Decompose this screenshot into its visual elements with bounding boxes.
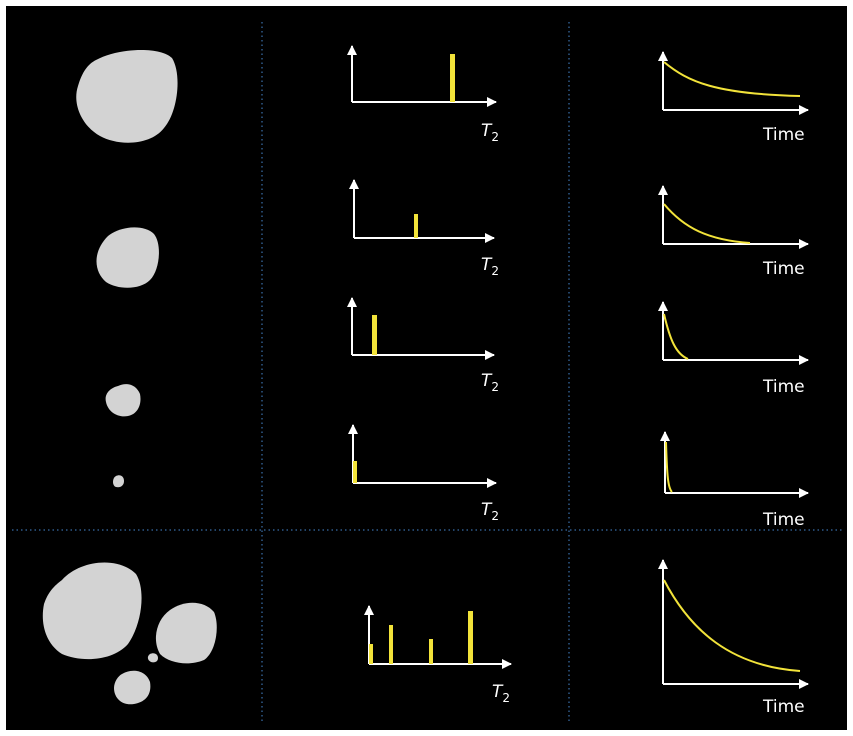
t2-axis-label: T2 <box>481 500 499 523</box>
pore-column <box>42 49 217 705</box>
time-axis-label: Time <box>762 259 805 279</box>
t2-axis-label: T2 <box>481 255 499 278</box>
pore-mixed-medium <box>155 602 217 664</box>
decay-plot-row-3: Time <box>658 301 809 397</box>
t2-plot-row-4: T2 <box>348 424 499 523</box>
t2-axis-label: T2 <box>481 371 499 394</box>
t2-bar <box>414 214 418 238</box>
decay-curve <box>663 579 801 672</box>
decay-column: Time Time Time Time Time <box>658 51 809 717</box>
t2-distribution-column: T2 T2 T2 T2 T2 <box>347 45 512 705</box>
decay-curve <box>663 313 689 360</box>
decay-plot-row-2: Time <box>658 185 809 279</box>
decay-plot-row-5: Time <box>658 559 809 717</box>
pore-tiny <box>113 475 124 488</box>
time-axis-label: Time <box>762 697 805 717</box>
t2-plot-row-3: T2 <box>347 297 499 394</box>
t2-bar <box>429 639 433 664</box>
pore-small <box>105 384 141 417</box>
t2-plot-row-5: T2 <box>364 605 512 705</box>
t2-plot-row-1: T2 <box>347 45 499 144</box>
t2-bar <box>369 644 373 664</box>
t2-axis-label: T2 <box>492 682 510 705</box>
decay-curve <box>663 61 801 97</box>
t2-plot-row-2: T2 <box>349 179 499 278</box>
time-axis-label: Time <box>762 125 805 145</box>
decay-plot-row-1: Time <box>658 51 809 145</box>
decay-curve <box>663 203 751 244</box>
pore-mixed-small <box>114 670 151 705</box>
t2-bar <box>450 54 455 102</box>
t2-axis-label: T2 <box>481 121 499 144</box>
t2-bar <box>372 315 377 355</box>
pore-mixed-tiny <box>147 653 158 663</box>
decay-plot-row-4: Time <box>660 431 809 530</box>
grid-dividers <box>12 22 843 724</box>
t2-bar <box>468 611 473 664</box>
pore-mixed-large <box>42 562 142 660</box>
decay-curve <box>665 441 673 493</box>
pore-large <box>76 49 178 143</box>
t2-bar <box>389 625 393 664</box>
pore-medium <box>96 227 159 288</box>
t2-bar <box>353 461 357 483</box>
time-axis-label: Time <box>762 377 805 397</box>
time-axis-label: Time <box>762 510 805 530</box>
